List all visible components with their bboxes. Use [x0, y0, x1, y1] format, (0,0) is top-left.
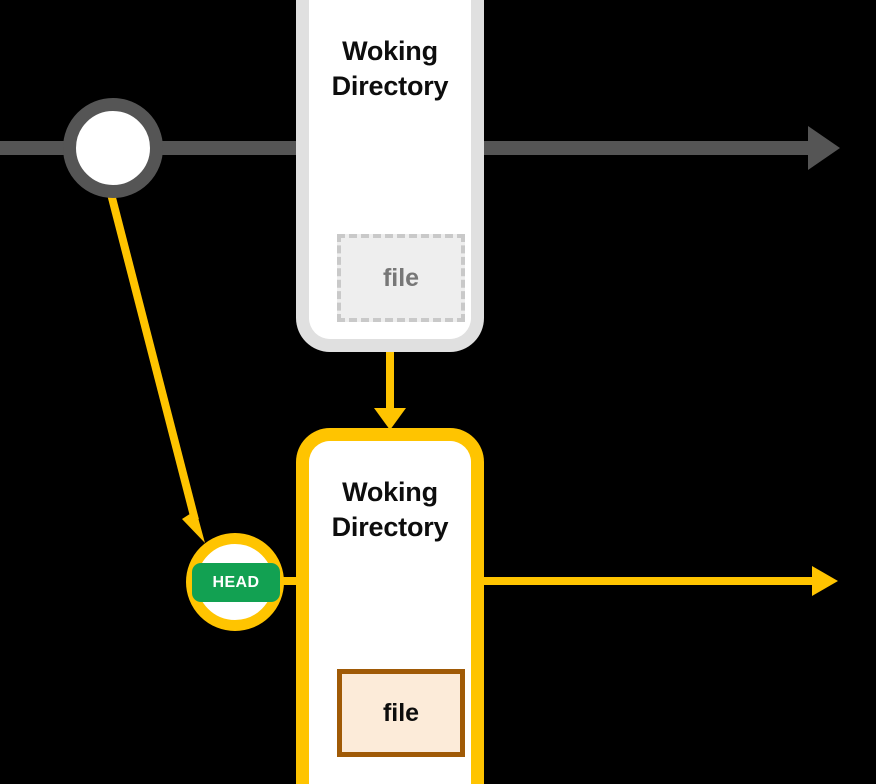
- working-directory-card-top[interactable]: Woking Directory file: [296, 0, 484, 352]
- file-label: file: [382, 263, 420, 292]
- card-title-top: Woking Directory: [331, 36, 449, 101]
- commit-node[interactable]: [63, 98, 163, 198]
- commit-to-head-arrow: [106, 189, 205, 543]
- card-title-bottom: Woking Directory: [331, 477, 449, 542]
- working-directory-card-bottom[interactable]: Woking Directory file: [296, 428, 484, 784]
- file-box-committed[interactable]: file: [337, 669, 465, 757]
- working-to-staged-arrow: [374, 347, 406, 430]
- file-box-unstaged[interactable]: file: [337, 234, 465, 322]
- head-badge[interactable]: HEAD: [192, 563, 280, 602]
- file-label: file: [382, 698, 420, 727]
